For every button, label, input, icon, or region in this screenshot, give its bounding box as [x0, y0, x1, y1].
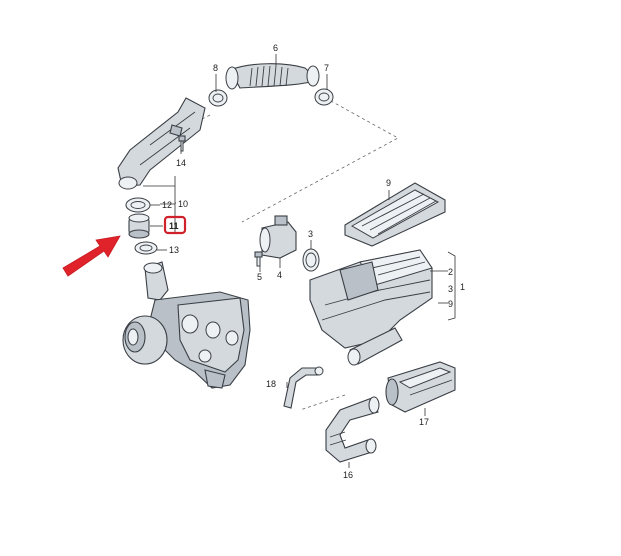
- callout-12: 12: [162, 200, 172, 210]
- callout-8: 8: [213, 63, 218, 73]
- callout-9b: 9: [448, 299, 453, 309]
- callout-18: 18: [266, 379, 276, 389]
- callout-5: 5: [257, 272, 262, 282]
- assembly-dashed-lines: [159, 94, 399, 411]
- part-6-air-hose[interactable]: [225, 63, 320, 90]
- callout-labels: 6 8 7 14 10 12 11 13 3 9 4 5 2 1 3 9 18 …: [162, 43, 465, 480]
- part-8-clamp[interactable]: [208, 89, 228, 107]
- red-pointer-arrow: [62, 235, 121, 277]
- callout-14: 14: [176, 158, 186, 168]
- callout-10: 10: [178, 199, 188, 209]
- leader-lines: [143, 54, 456, 468]
- callout-4: 4: [277, 270, 282, 280]
- part-7-clamp[interactable]: [314, 88, 334, 106]
- part-10-intake-pipe[interactable]: [117, 97, 206, 190]
- callout-3a: 3: [308, 229, 313, 239]
- callout-3b: 3: [448, 284, 453, 294]
- part-5-bolt[interactable]: [254, 251, 263, 267]
- turbocharger-assembly: [122, 261, 251, 389]
- callout-2: 2: [448, 267, 453, 277]
- callout-7: 7: [324, 63, 329, 73]
- part-14-bolt[interactable]: [178, 135, 186, 152]
- callout-16: 16: [343, 470, 353, 480]
- housing-outlet-pipe: [347, 327, 403, 366]
- part-17-air-duct[interactable]: [385, 361, 456, 413]
- part-18-vent-pipe[interactable]: [283, 366, 324, 409]
- part-16-intake-hose[interactable]: [325, 396, 380, 463]
- callout-11: 11: [169, 221, 179, 231]
- callout-1: 1: [460, 282, 465, 292]
- part-12-clamp[interactable]: [125, 197, 151, 213]
- part-3-seal[interactable]: [302, 248, 320, 272]
- highlight-box-11: [163, 215, 187, 235]
- callout-6: 6: [273, 43, 278, 53]
- part-13-seal-ring[interactable]: [134, 241, 158, 255]
- part-1-air-filter-housing[interactable]: [309, 249, 433, 349]
- callout-17: 17: [419, 417, 429, 427]
- part-4-air-mass-meter[interactable]: [259, 215, 297, 259]
- part-9-air-filter-element[interactable]: [344, 182, 446, 247]
- callout-13: 13: [169, 245, 179, 255]
- part-11-connector-piece[interactable]: [128, 213, 150, 239]
- callout-9a: 9: [386, 178, 391, 188]
